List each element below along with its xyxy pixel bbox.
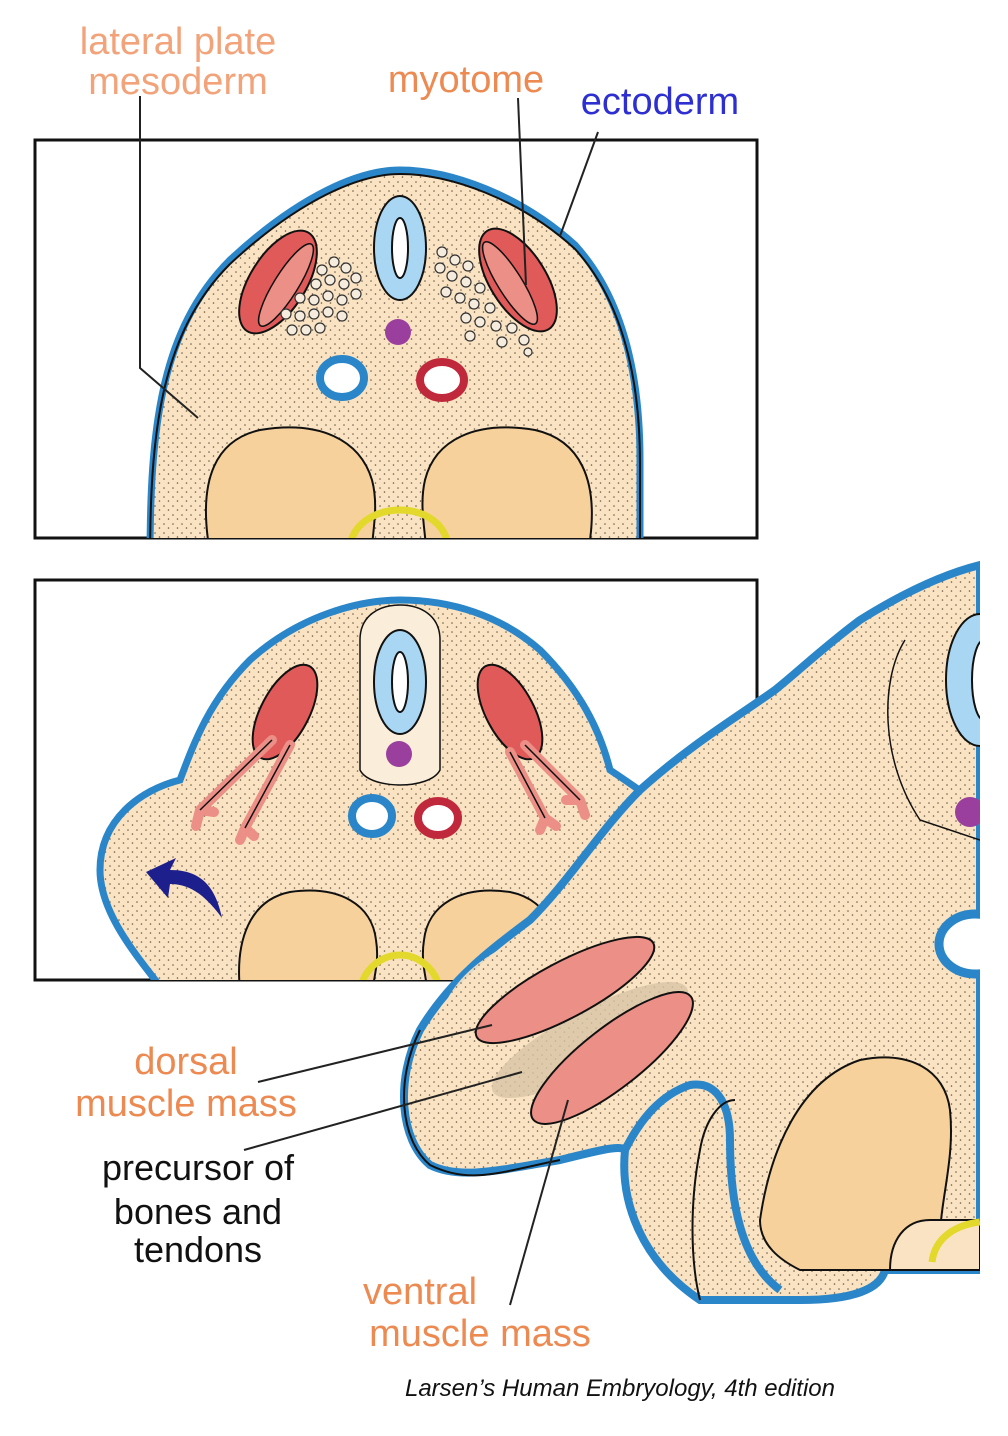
leader-dorsal bbox=[257, 1024, 493, 1083]
panel-2-aorta bbox=[414, 797, 462, 839]
panel-2-body-wall-left bbox=[238, 889, 379, 980]
panel-2-cardinal-vein bbox=[348, 794, 396, 838]
label-tendons: tendons bbox=[134, 1229, 262, 1270]
panel-1-cardinal-vein bbox=[316, 355, 368, 401]
label-ventral-muscle-mass: muscle mass bbox=[369, 1313, 591, 1355]
leader-precursor bbox=[243, 1071, 523, 1151]
panel-2-ectoderm bbox=[96, 596, 684, 980]
credit-line: Larsen’s Human Embryology, 4th edition bbox=[405, 1375, 835, 1402]
label-lateral-plate: lateral plate bbox=[80, 21, 276, 63]
leader-lines bbox=[139, 96, 599, 1306]
panel-2-limb-bud-arrow bbox=[146, 858, 222, 918]
panel-1-aorta bbox=[416, 358, 468, 402]
panel-3-cardinal-vein bbox=[934, 909, 980, 979]
label-ventral: ventral bbox=[363, 1271, 477, 1313]
labels: lateral plate mesoderm myotome ectoderm … bbox=[75, 21, 835, 1402]
panel-2-gut bbox=[359, 951, 441, 980]
panel-3-neural-tube bbox=[945, 613, 980, 747]
panel-3-dorsal-muscle-mass bbox=[474, 935, 656, 1045]
leader-ectoderm bbox=[559, 131, 599, 237]
leader-myotome bbox=[517, 97, 527, 286]
label-ectoderm: ectoderm bbox=[581, 81, 739, 123]
leader-lateral-plate bbox=[139, 96, 199, 419]
panel-1-body-wall-right bbox=[421, 426, 593, 538]
panel-3-ventral-muscle-mass bbox=[530, 991, 694, 1125]
panel-3-limb-bud bbox=[400, 560, 980, 1304]
label-mesoderm: mesoderm bbox=[88, 61, 268, 103]
leader-ventral bbox=[509, 1099, 569, 1306]
panel-3-gut bbox=[928, 1218, 980, 1263]
panel-1-sclerotome-cells-right bbox=[434, 246, 533, 357]
panel-3-body-wall bbox=[758, 1056, 952, 1271]
panel-1-notochord bbox=[385, 319, 411, 345]
label-precursor-of: precursor of bbox=[102, 1147, 295, 1188]
panel-1-gut bbox=[348, 506, 450, 538]
panel-3-notochord bbox=[955, 797, 980, 827]
panel-1-body-wall-left bbox=[204, 426, 377, 538]
label-myotome: myotome bbox=[388, 59, 544, 101]
label-dorsal: dorsal bbox=[134, 1041, 238, 1083]
label-dorsal-muscle-mass: muscle mass bbox=[75, 1083, 297, 1125]
panel-1-cross-section bbox=[33, 138, 759, 540]
panel-1-sclerotome-cells-left bbox=[280, 256, 362, 336]
label-bones-and: bones and bbox=[114, 1191, 282, 1232]
panel-2-notochord bbox=[386, 741, 412, 767]
